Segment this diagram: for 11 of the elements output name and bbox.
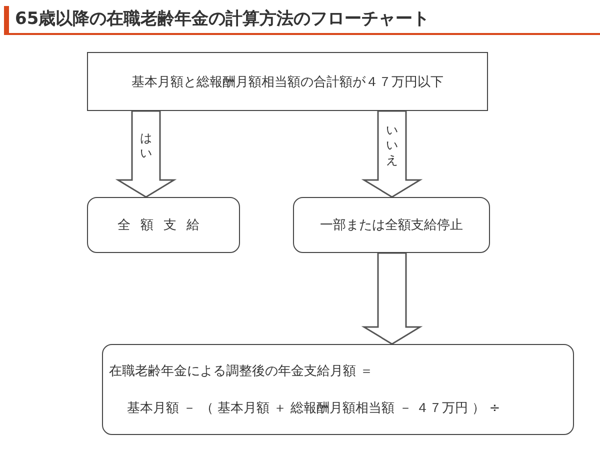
formula-box xyxy=(102,344,574,435)
condition-box xyxy=(87,52,488,111)
title: 65歳以降の在職老齢年金の計算方法のフローチャート xyxy=(15,8,430,30)
formula-heading: 在職老齢年金による調整後の年金支給月額 ＝ xyxy=(109,363,374,380)
box-text: 一部または全額支給停止 xyxy=(320,217,463,234)
result-box xyxy=(293,197,490,253)
result-box xyxy=(87,197,240,253)
block-arrow xyxy=(361,252,423,345)
formula-text: 基本月額 － （ 基本月額 ＋ 総報酬月額相当額 － ４７万円 ） ÷ xyxy=(126,400,502,417)
box-text: 基本月額と総報酬月額相当額の合計額が４７万円以下 xyxy=(132,74,444,90)
box-text: 全額支給 xyxy=(118,217,210,234)
